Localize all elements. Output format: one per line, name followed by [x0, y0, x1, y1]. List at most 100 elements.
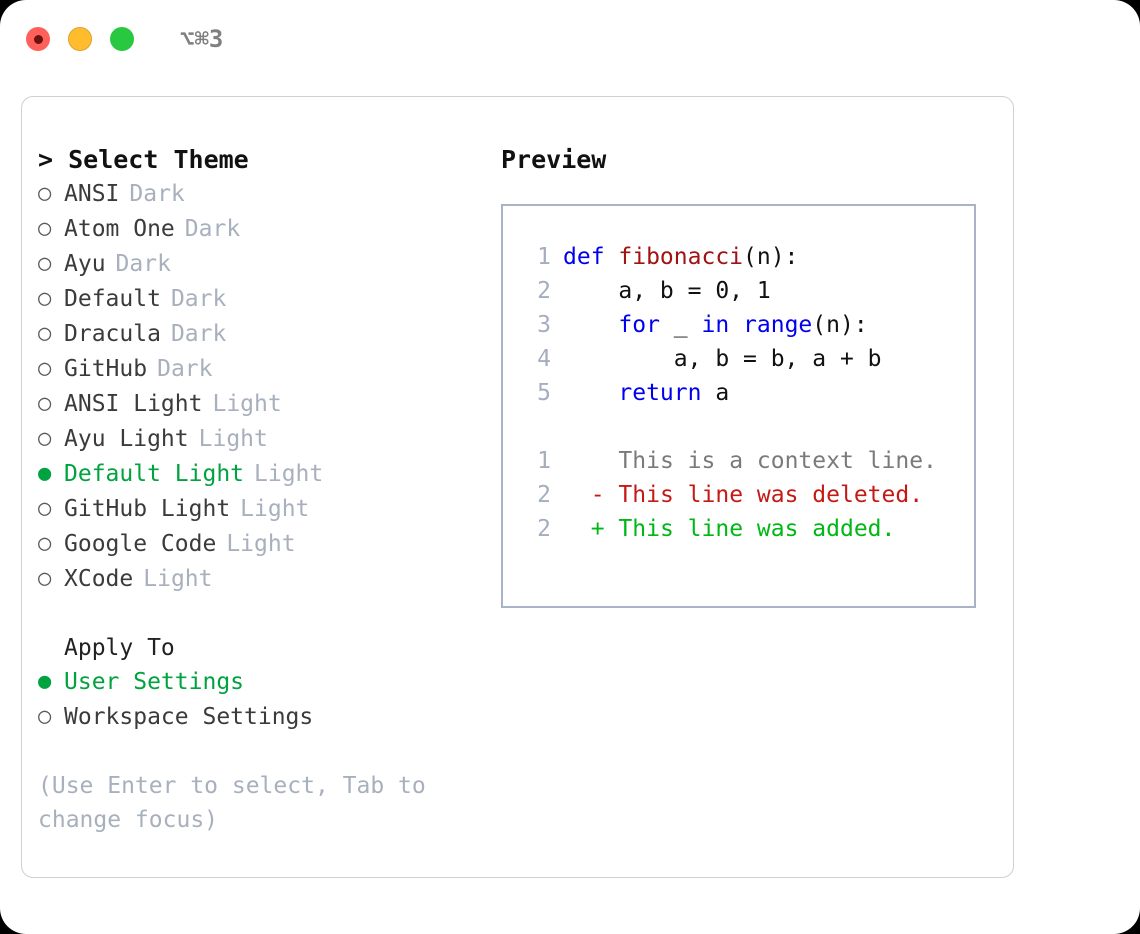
code-token-plain [563, 380, 618, 406]
radio-glyph: ○ [38, 496, 52, 521]
theme-option-atom-one[interactable]: ○Atom One Dark [38, 212, 468, 247]
code-token-kw: range [743, 312, 813, 338]
diff-line-number: 2 [537, 482, 551, 508]
apply-to-heading: Apply To [64, 635, 175, 661]
code-token-plain: (n): [743, 244, 799, 270]
code-token-kw: def [563, 244, 619, 270]
code-line: 5 return a [517, 376, 974, 410]
radio-unselected-icon: ○ [38, 493, 64, 527]
code-diff-separator [517, 410, 974, 444]
code-token-kw: for [618, 312, 660, 338]
radio-unselected-icon: ○ [38, 701, 64, 735]
code-line-text: def fibonacci(n): [563, 240, 798, 274]
theme-option-label: Dracula [64, 321, 161, 347]
theme-option-default[interactable]: ○ Default Dark [38, 282, 468, 317]
diff-sign: + [590, 516, 605, 542]
radio-glyph: ● [38, 669, 52, 694]
radio-unselected-icon: ○ [38, 248, 64, 282]
radio-unselected-icon: ○ [38, 178, 64, 212]
radio-glyph: ○ [38, 426, 52, 451]
theme-option-label: GitHub Light [64, 496, 231, 522]
diff-line-text: This is a context line. [563, 444, 937, 478]
keyboard-shortcut-label: ⌥⌘3 [180, 25, 224, 53]
radio-unselected-icon: ○ [38, 318, 64, 352]
diff-line-del: 2 - This line was deleted. [517, 478, 974, 512]
code-token-fn: fibonacci [618, 244, 744, 270]
record-dot-icon [33, 34, 43, 44]
code-token-plain: a, b = 0, 1 [563, 278, 771, 304]
close-button[interactable] [26, 27, 50, 51]
code-token-plain: _ [659, 312, 702, 338]
radio-unselected-icon: ○ [38, 528, 64, 562]
radio-glyph: ○ [38, 181, 52, 206]
code-token-kw: return [618, 380, 702, 406]
diff-text: This line was deleted. [618, 482, 924, 508]
diff-line-ctx: 1 This is a context line. [517, 444, 974, 478]
radio-selected-icon: ● [38, 458, 64, 492]
title-bar: ⌥⌘3 [0, 0, 1140, 78]
apply-to-option-workspace-settings[interactable]: ○Workspace Settings [38, 700, 468, 735]
window-controls [26, 27, 134, 51]
theme-option-variant: Light [240, 496, 310, 522]
radio-glyph: ○ [38, 356, 52, 381]
radio-glyph: ○ [38, 286, 52, 311]
radio-unselected-icon: ○ [38, 353, 64, 387]
theme-option-label: Default Light [64, 461, 245, 487]
theme-option-xcode[interactable]: ○XCode Light [38, 562, 468, 597]
theme-option-variant: Light [254, 461, 324, 487]
theme-option-variant: Light [212, 391, 282, 417]
theme-option-variant: Dark [184, 216, 241, 242]
code-line-number: 2 [537, 278, 551, 304]
code-line: 1 def fibonacci(n): [517, 240, 974, 274]
radio-glyph: ○ [38, 531, 52, 556]
code-line-text: return a [563, 376, 729, 410]
minimize-button[interactable] [68, 27, 92, 51]
code-token-kw: in [701, 312, 730, 338]
theme-option-default-light[interactable]: ● Default Light Light [38, 457, 468, 492]
radio-unselected-icon: ○ [38, 213, 64, 247]
theme-option-variant: Light [143, 566, 213, 592]
radio-glyph: ○ [38, 251, 52, 276]
apply-to-option-user-settings[interactable]: ●User Settings [38, 665, 468, 700]
theme-option-label: Google Code [64, 531, 217, 557]
theme-option-label: Atom One [64, 216, 175, 242]
theme-option-label: ANSI [64, 181, 120, 207]
diff-sign [591, 448, 605, 474]
theme-option-label: XCode [64, 566, 134, 592]
code-line: 4 a, b = b, a + b [517, 342, 974, 376]
theme-option-variant: Dark [170, 286, 227, 312]
theme-option-label: Ayu [64, 251, 106, 277]
maximize-button[interactable] [110, 27, 134, 51]
select-theme-heading: > Select Theme [38, 145, 249, 174]
theme-option-github-light[interactable]: ○ GitHub Light Light [38, 492, 468, 527]
apply-to-option-label: Workspace Settings [64, 704, 314, 730]
radio-glyph: ● [38, 461, 52, 486]
theme-option-label: GitHub [64, 356, 148, 382]
code-line-number: 5 [537, 380, 551, 406]
diff-line-number: 2 [537, 516, 551, 542]
apply-to-list[interactable]: ●User Settings○Workspace Settings [38, 665, 468, 735]
list-gap [38, 597, 468, 631]
theme-option-label: Default [64, 286, 161, 312]
radio-unselected-icon: ○ [38, 563, 64, 597]
theme-option-variant: Dark [129, 181, 185, 207]
theme-option-label: ANSI Light [64, 391, 203, 417]
code-line-number: 3 [537, 312, 551, 338]
theme-option-variant: Light [226, 531, 296, 557]
code-token-plain [729, 312, 743, 338]
code-line-number: 1 [537, 244, 551, 270]
theme-option-ansi[interactable]: ○ ANSI Dark [38, 177, 468, 212]
theme-option-variant: Dark [170, 321, 227, 347]
diff-line-add: 2 + This line was added. [517, 512, 974, 546]
code-line-text: a, b = b, a + b [563, 342, 882, 376]
diff-line-text: + This line was added. [563, 512, 896, 546]
theme-option-google-code[interactable]: ○ Google Code Light [38, 527, 468, 562]
theme-option-dracula[interactable]: ○Dracula Dark [38, 317, 468, 352]
